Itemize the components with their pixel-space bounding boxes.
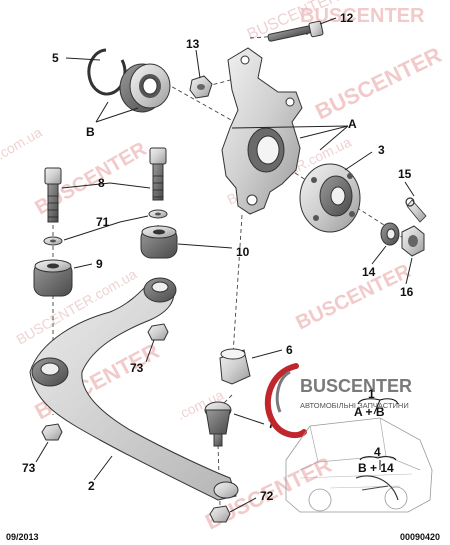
callout-12: 12	[340, 11, 354, 25]
nut-13	[189, 75, 213, 99]
wheel-bearing-b	[119, 63, 171, 113]
bolt-8-left	[44, 167, 62, 223]
callout-10: 10	[236, 245, 250, 259]
ball-joint-7	[204, 401, 232, 447]
logo-tagline: АВТОМОБІЛЬНІ ЗАПЧАСТИНИ	[300, 401, 409, 410]
inset-row2-formula: B + 14	[358, 461, 394, 475]
nut-72	[209, 505, 231, 523]
callout-9: 9	[96, 257, 103, 271]
watermark-brand: BUSCENTER	[293, 260, 415, 335]
castle-nut-16	[401, 225, 425, 257]
callout-73-lower: 73	[22, 461, 36, 475]
callout-8: 8	[98, 176, 105, 190]
callout-b: B	[86, 125, 95, 139]
callout-16: 16	[400, 285, 414, 299]
vehicle-inset: 1 A + B 4 B + 14	[285, 387, 433, 513]
callout-14: 14	[362, 265, 376, 279]
inset-row1-formula: A + B	[354, 405, 385, 419]
inset-row2-number: 4	[374, 445, 381, 459]
watermark-brand: BUSCENTER	[300, 5, 425, 27]
callout-5: 5	[52, 51, 59, 65]
callout-13: 13	[186, 37, 200, 51]
logo-name: BUSCENTER	[300, 376, 412, 396]
watermark-domain: .com.ua	[0, 124, 45, 163]
watermark-brand: BUSCENTER	[311, 42, 445, 125]
inset-row1-number: 1	[368, 387, 375, 401]
callout-a: A	[348, 117, 357, 131]
footer-date: 09/2013	[6, 532, 39, 542]
footer-code: 00090420	[400, 532, 440, 542]
wheel-hub-3	[299, 163, 361, 233]
dust-boot-6	[219, 348, 251, 385]
washer-71-right	[148, 209, 168, 219]
bushing-10	[140, 225, 178, 259]
nut-73-lower	[41, 423, 63, 441]
cotter-pin-15	[405, 197, 427, 223]
callout-73-upper: 73	[130, 361, 144, 375]
buscenter-logo: BUSCENTER АВТОМОБІЛЬНІ ЗАПЧАСТИНИ	[265, 363, 412, 439]
washer-14	[380, 222, 400, 246]
nut-73-upper	[147, 323, 169, 341]
bolt-12	[267, 20, 324, 42]
lower-control-arm-2	[29, 277, 239, 501]
callout-72: 72	[260, 489, 274, 503]
steering-knuckle	[221, 47, 303, 215]
callout-15: 15	[398, 167, 412, 181]
leader-lines	[35, 17, 415, 513]
circlip-5	[87, 48, 127, 96]
callout-3: 3	[378, 143, 385, 157]
callout-2: 2	[88, 479, 95, 493]
bushing-9	[33, 259, 73, 297]
callout-6: 6	[286, 343, 293, 357]
washer-71-left	[43, 236, 63, 246]
callout-71: 71	[96, 215, 110, 229]
bolt-8-right	[149, 147, 167, 201]
